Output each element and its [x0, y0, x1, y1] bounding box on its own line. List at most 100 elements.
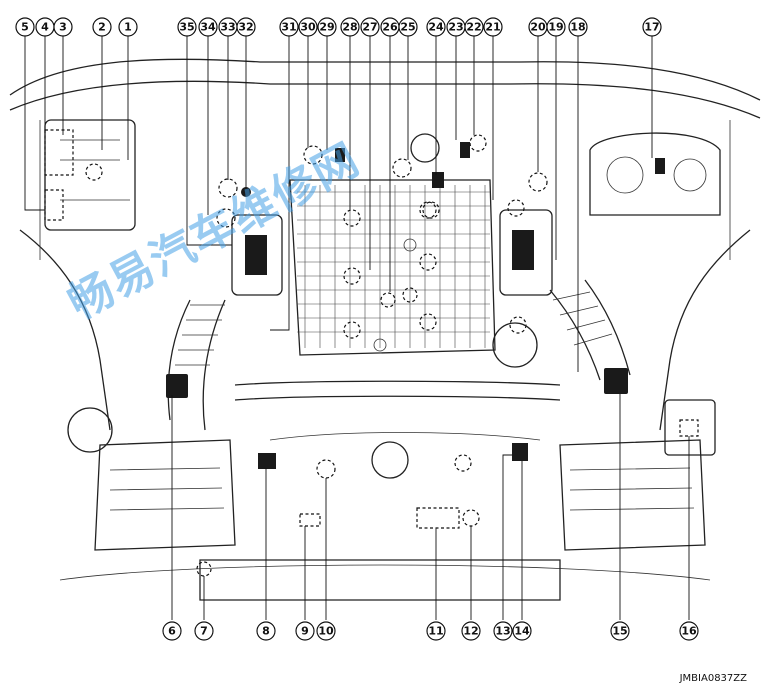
- callout-circle: [118, 17, 138, 37]
- air-intake-hoses: [166, 279, 631, 431]
- callout-28: 28: [340, 17, 360, 37]
- callout-6: 6: [162, 621, 182, 641]
- callout-circle: [493, 621, 513, 641]
- callout-circle: [512, 621, 532, 641]
- callout-24: 24: [426, 17, 446, 37]
- callout-circle: [464, 17, 484, 37]
- callout-label: 3: [59, 21, 67, 34]
- callout-label: 9: [301, 625, 309, 638]
- callout-23: 23: [446, 17, 466, 37]
- callout-32: 32: [236, 17, 256, 37]
- callout-label: 13: [495, 625, 510, 638]
- callout-label: 35: [179, 21, 194, 34]
- upper-sensors: [303, 133, 487, 219]
- callout-label: 16: [681, 625, 697, 638]
- callout-3: 3: [53, 17, 73, 37]
- callout-19: 19: [546, 17, 566, 37]
- callout-circle: [398, 17, 418, 37]
- right-component-cluster: [589, 132, 721, 216]
- callout-7: 7: [194, 621, 214, 641]
- callout-label: 8: [262, 625, 270, 638]
- callout-35: 35: [177, 17, 197, 37]
- callout-circle: [295, 621, 315, 641]
- callout-circle: [546, 17, 566, 37]
- callout-circle: [610, 621, 630, 641]
- engine-bay-outline: [9, 58, 761, 601]
- callout-label: 15: [612, 625, 627, 638]
- callout-25: 25: [398, 17, 418, 37]
- callout-label: 25: [400, 21, 415, 34]
- callout-label: 2: [98, 21, 106, 34]
- callout-29: 29: [317, 17, 337, 37]
- callout-1: 1: [118, 17, 138, 37]
- callout-label: 34: [200, 21, 216, 34]
- callout-circle: [256, 621, 276, 641]
- callout-label: 30: [300, 21, 316, 34]
- callout-label: 23: [448, 21, 463, 34]
- callout-34: 34: [198, 17, 218, 37]
- callout-label: 27: [362, 21, 377, 34]
- callout-label: 28: [342, 21, 357, 34]
- callout-label: 32: [238, 21, 253, 34]
- callout-circle: [461, 621, 481, 641]
- callout-label: 17: [644, 21, 659, 34]
- left-component-cluster: [44, 119, 136, 231]
- callout-26: 26: [380, 17, 400, 37]
- callout-27: 27: [360, 17, 380, 37]
- right-throttle-body: [499, 172, 553, 334]
- callout-16: 16: [679, 621, 699, 641]
- callout-circle: [340, 17, 360, 37]
- callout-label: 18: [570, 21, 585, 34]
- callout-label: 20: [530, 21, 546, 34]
- callout-circle: [642, 17, 662, 37]
- callout-circle: [236, 17, 256, 37]
- callout-30: 30: [298, 17, 318, 37]
- reference-code: JMBIA0837ZZ: [679, 673, 747, 684]
- callout-20: 20: [528, 17, 548, 37]
- callout-label: 14: [514, 625, 530, 638]
- callout-circle: [426, 17, 446, 37]
- lower-engine-pipes: [234, 322, 561, 479]
- callout-circle: [360, 17, 380, 37]
- callout-circle: [317, 17, 337, 37]
- callout-9: 9: [295, 621, 315, 641]
- callout-label: 1: [124, 21, 132, 34]
- left-throttle-body: [216, 178, 283, 296]
- callout-label: 5: [21, 21, 29, 34]
- callout-label: 31: [281, 21, 296, 34]
- callout-4: 4: [35, 17, 55, 37]
- callout-circle: [198, 17, 218, 37]
- callout-21: 21: [483, 17, 503, 37]
- callout-circle: [279, 17, 299, 37]
- leader-lines-bottom: [171, 394, 690, 620]
- leader-lines-top: [24, 36, 653, 372]
- callout-circle: [194, 621, 214, 641]
- callout-label: 4: [41, 21, 49, 34]
- callout-label: 22: [466, 21, 481, 34]
- callout-label: 21: [485, 21, 500, 34]
- callout-18: 18: [568, 17, 588, 37]
- callout-label: 12: [463, 625, 478, 638]
- callout-circle: [162, 621, 182, 641]
- callout-circle: [15, 17, 35, 37]
- callout-label: 11: [428, 625, 443, 638]
- callout-2: 2: [92, 17, 112, 37]
- callout-label: 19: [548, 21, 563, 34]
- callout-circle: [316, 621, 336, 641]
- callout-12: 12: [461, 621, 481, 641]
- callout-circle: [53, 17, 73, 37]
- callout-circle: [298, 17, 318, 37]
- callout-11: 11: [426, 621, 446, 641]
- callout-label: 24: [428, 21, 444, 34]
- callout-31: 31: [279, 17, 299, 37]
- callout-label: 7: [200, 625, 208, 638]
- callout-label: 26: [382, 21, 398, 34]
- callout-17: 17: [642, 17, 662, 37]
- callout-33: 33: [218, 17, 238, 37]
- callout-circle: [92, 17, 112, 37]
- intake-manifold: [289, 179, 496, 356]
- callout-13: 13: [493, 621, 513, 641]
